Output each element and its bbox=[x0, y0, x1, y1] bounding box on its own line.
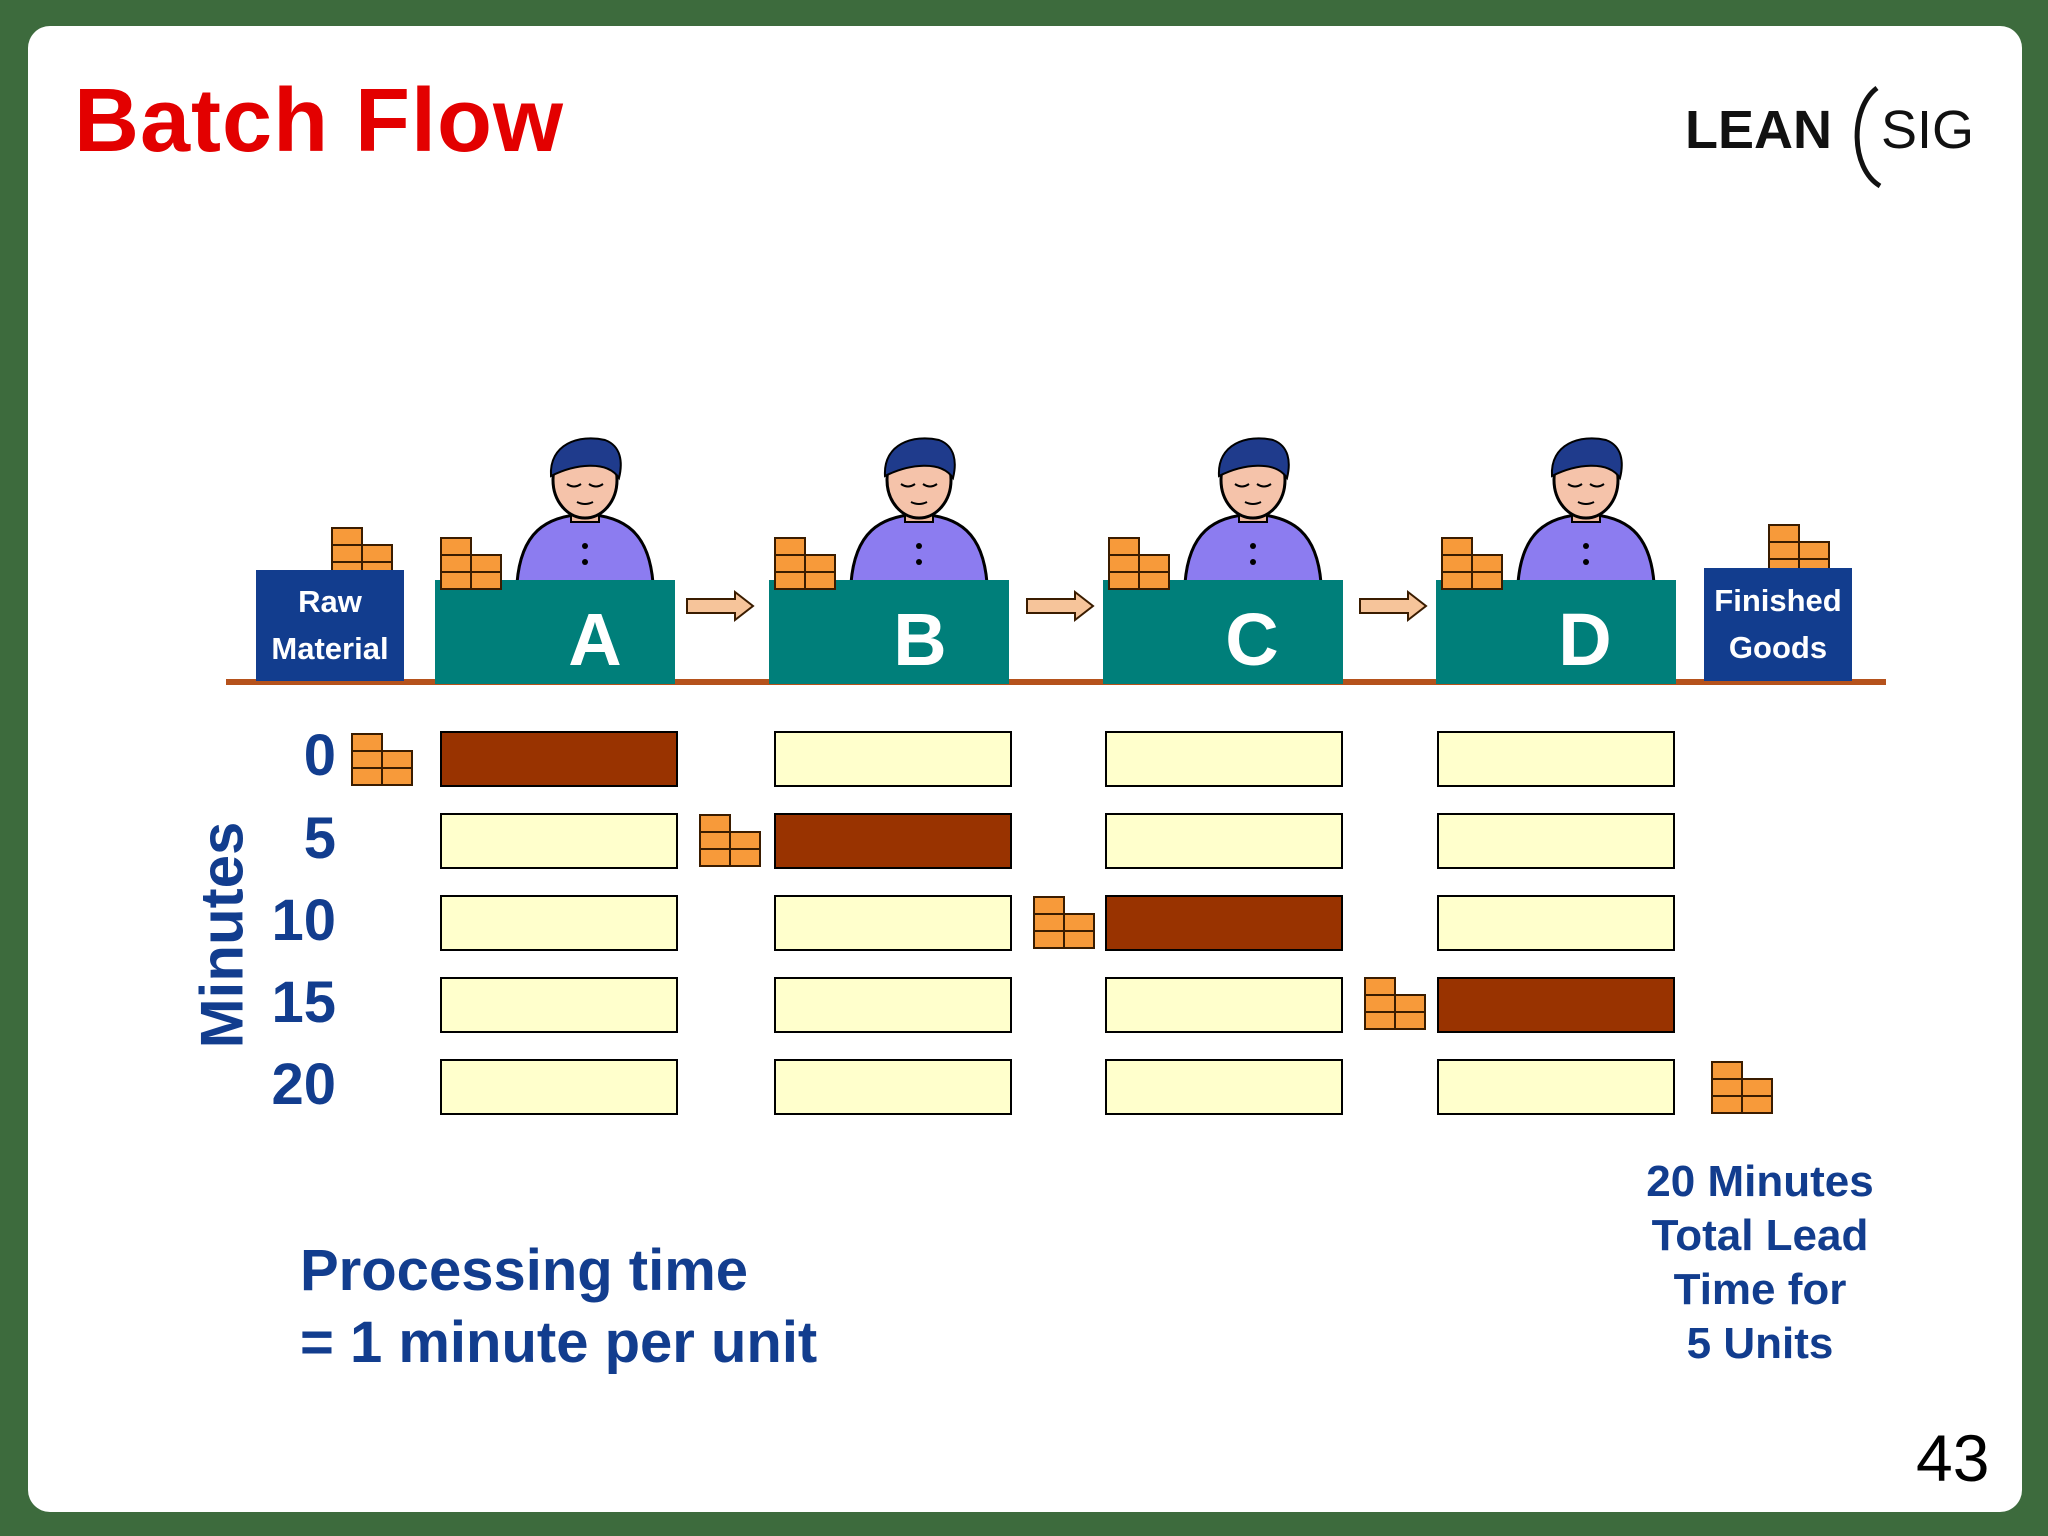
station-label-c: C bbox=[1225, 598, 1279, 681]
flow-arrow-icon-1 bbox=[686, 589, 755, 623]
schedule-cell-r0-d bbox=[1437, 731, 1675, 787]
worker-icon-b bbox=[849, 437, 989, 585]
station-label-a: A bbox=[568, 598, 622, 681]
station-batch-boxes-icon-c bbox=[1108, 537, 1170, 590]
schedule-cell-r3-b bbox=[774, 977, 1012, 1033]
batch-boxes-icon-row-4 bbox=[1711, 1061, 1773, 1114]
processing-line2: = 1 minute per unit bbox=[300, 1310, 818, 1375]
leansig-logo: LEAN SIG bbox=[1685, 85, 1970, 189]
schedule-cell-r4-d bbox=[1437, 1059, 1675, 1115]
station-block-c bbox=[1103, 580, 1343, 684]
station-batch-boxes-icon-a bbox=[440, 537, 502, 590]
schedule-cell-r1-c bbox=[1105, 813, 1343, 869]
schedule-cell-r2-c-active bbox=[1105, 895, 1343, 951]
flow-arrow-icon-3 bbox=[1359, 589, 1428, 623]
lead-time-line1: 20 Minutes bbox=[1646, 1157, 1874, 1206]
schedule-cell-r4-a bbox=[440, 1059, 678, 1115]
schedule-cell-r2-a bbox=[440, 895, 678, 951]
schedule-cell-r1-d bbox=[1437, 813, 1675, 869]
finished-goods-line1: Finished bbox=[1714, 583, 1842, 618]
raw-material-line1: Raw bbox=[298, 584, 362, 619]
schedule-cell-r0-a-active bbox=[440, 731, 678, 787]
batch-boxes-icon-row-3 bbox=[1364, 977, 1426, 1030]
slide-title: Batch Flow bbox=[74, 71, 565, 171]
station-label-d: D bbox=[1558, 598, 1612, 681]
batch-boxes-icon-row-2 bbox=[1033, 896, 1095, 949]
schedule-cell-r2-b bbox=[774, 895, 1012, 951]
worker-icon-c bbox=[1183, 437, 1323, 585]
flow-arrow-icon-2 bbox=[1026, 589, 1095, 623]
station-batch-boxes-icon-d bbox=[1441, 537, 1503, 590]
station-block-b bbox=[769, 580, 1009, 684]
station-block-a bbox=[435, 580, 675, 684]
logo-text-right: SIG bbox=[1881, 100, 1970, 160]
minute-label-15: 15 bbox=[271, 970, 336, 1035]
processing-line1: Processing time bbox=[300, 1238, 749, 1303]
schedule-cell-r1-a bbox=[440, 813, 678, 869]
minute-label-5: 5 bbox=[303, 806, 336, 871]
lead-time-line4: 5 Units bbox=[1686, 1319, 1834, 1368]
lead-time-line2: Total Lead bbox=[1651, 1211, 1869, 1260]
schedule-cell-r3-d-active bbox=[1437, 977, 1675, 1033]
schedule-cell-r3-c bbox=[1105, 977, 1343, 1033]
station-batch-boxes-icon-b bbox=[774, 537, 836, 590]
schedule-cell-r2-d bbox=[1437, 895, 1675, 951]
schedule-cell-r1-b-active bbox=[774, 813, 1012, 869]
raw-material-line2: Material bbox=[271, 631, 389, 666]
finished-goods-label: Finished Goods bbox=[1704, 568, 1852, 681]
conveyor-line bbox=[226, 679, 1886, 685]
station-block-d bbox=[1436, 580, 1676, 684]
raw-material-label: Raw Material bbox=[256, 570, 404, 681]
batch-boxes-icon-row-1 bbox=[699, 814, 761, 867]
schedule-cell-r4-c bbox=[1105, 1059, 1343, 1115]
finished-goods-line2: Goods bbox=[1728, 630, 1828, 665]
schedule-cell-r4-b bbox=[774, 1059, 1012, 1115]
worker-icon-a bbox=[515, 437, 655, 585]
minute-label-10: 10 bbox=[271, 888, 336, 953]
worker-icon-d bbox=[1516, 437, 1656, 585]
schedule-cell-r0-c bbox=[1105, 731, 1343, 787]
page-number: 43 bbox=[1916, 1421, 1990, 1495]
processing-time-note: Processing time = 1 minute per unit bbox=[300, 1235, 817, 1379]
logo-text-left: LEAN bbox=[1685, 100, 1832, 160]
minute-label-20: 20 bbox=[271, 1052, 336, 1117]
lead-time-note: 20 Minutes Total Lead Time for 5 Units bbox=[1580, 1155, 1940, 1371]
schedule-cell-r0-b bbox=[774, 731, 1012, 787]
minute-label-0: 0 bbox=[303, 723, 336, 788]
station-label-b: B bbox=[893, 598, 947, 681]
schedule-cell-r3-a bbox=[440, 977, 678, 1033]
batch-boxes-icon-row-0 bbox=[351, 733, 413, 786]
lead-time-line3: Time for bbox=[1673, 1265, 1847, 1314]
